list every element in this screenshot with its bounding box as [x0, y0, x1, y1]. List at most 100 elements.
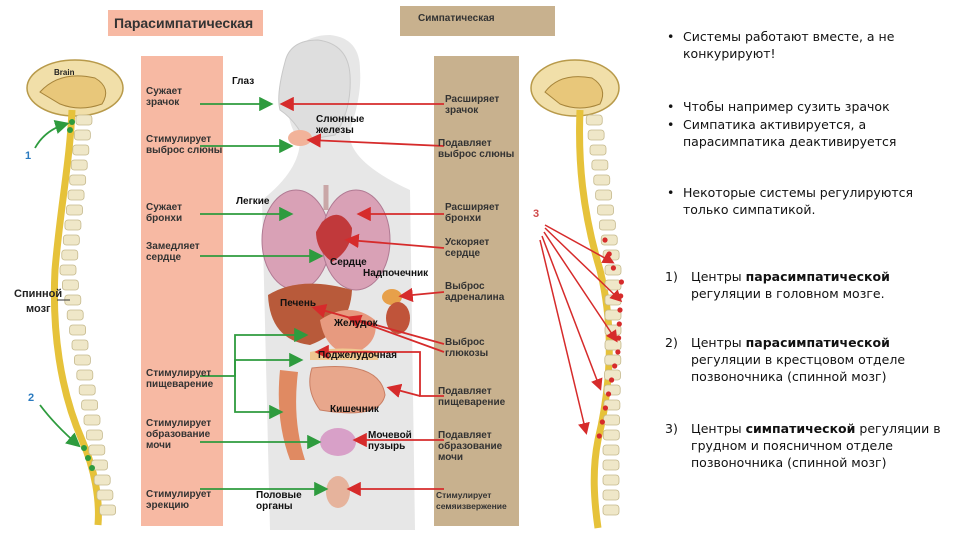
vertebra [70, 159, 88, 171]
vertebra [69, 324, 86, 336]
vertebra [69, 174, 87, 186]
note-item-2: 2)Центры парасимпатической регуляции в к… [665, 335, 906, 384]
vertebra [602, 504, 620, 516]
vertebra [604, 354, 622, 366]
vertebra [83, 414, 101, 426]
vertebra [64, 219, 82, 231]
vertebra [96, 489, 114, 501]
organ-pancreas-label: Поджелудочная [318, 350, 398, 361]
adrenal-shape [382, 289, 402, 305]
note-item-3: 3)Центры симпатической регуляции в грудн… [665, 421, 941, 470]
vertebra [602, 429, 620, 441]
body-illustration [261, 35, 415, 530]
sympathetic-center-dot [618, 279, 625, 285]
genital-shape [326, 476, 350, 508]
vertebra [91, 459, 108, 471]
sympathetic-center-dot [616, 321, 622, 327]
vertebra [99, 504, 116, 516]
marker-1: 1 [25, 150, 32, 162]
parasympathetic-arrows [200, 96, 329, 497]
organ-heart-label: Сердце [330, 257, 367, 268]
vertebra [593, 174, 611, 186]
vertebra [59, 264, 77, 276]
sympathetic-center-dot [615, 349, 621, 355]
sympathetic-center-dot [618, 293, 624, 299]
vertebra [66, 309, 84, 321]
vertebra [66, 204, 83, 216]
organ-lungs-label: Легкие [236, 196, 270, 207]
vertebra [598, 219, 616, 231]
note-bullet-3: Симпатика активируется, а парасимпатика … [665, 116, 953, 150]
vertebra [62, 279, 79, 291]
vertebra [604, 309, 622, 321]
salivary-gland [288, 130, 312, 146]
heart-shape [316, 214, 352, 262]
vertebra [75, 114, 93, 126]
vertebra [67, 189, 85, 201]
vertebra [595, 189, 613, 201]
intestine-small [309, 366, 386, 414]
vertebra [603, 414, 620, 426]
organ-stomach-label: Желудок [334, 318, 378, 329]
vertebra [597, 204, 614, 216]
vertebra [62, 234, 80, 246]
kidney-shape [386, 302, 410, 334]
sympathetic-arrows [279, 96, 445, 497]
vertebra [602, 474, 620, 486]
vertebra [93, 474, 111, 486]
brain-label: Brain [54, 68, 75, 77]
vertebra [72, 144, 90, 156]
vertebra [76, 369, 94, 381]
vertebra [78, 384, 96, 396]
organ-adrenal-label: Надпочечник [363, 268, 429, 279]
sympathetic-center-dot [617, 307, 623, 313]
sympathetic-center-dot [602, 405, 609, 411]
parasympathetic-header: Парасимпатическая [108, 10, 263, 36]
note-item-1: 1)Центры парасимпатической регуляции в г… [665, 269, 890, 301]
vertebra [591, 159, 609, 171]
vertebra [74, 354, 91, 366]
note-bullet-2: Чтобы например сузить зрачок [665, 98, 953, 115]
organ-liver-label: Печень [280, 298, 317, 309]
sympathetic-center-dot [602, 237, 608, 243]
intestine-large [278, 370, 305, 460]
bladder-shape [320, 428, 356, 456]
vertebra [71, 339, 89, 351]
spinal-cord-label-2: мозг [26, 303, 51, 315]
note-bullet-4: Некоторые системы регулируются только си… [665, 184, 953, 218]
sympathetic-center-dot [599, 419, 605, 425]
spinal-cord-label-1: Спинной [14, 288, 63, 300]
marker-2: 2 [28, 392, 35, 404]
sympathetic-center-dot [606, 251, 612, 257]
sympathetic-center-dot [609, 377, 615, 383]
vertebra [602, 444, 620, 456]
vertebra [587, 129, 605, 141]
organ-eye-label: Глаз [232, 76, 255, 87]
vertebra [88, 444, 106, 456]
vertebra [602, 489, 620, 501]
vertebra [86, 429, 103, 441]
vertebra [604, 339, 622, 351]
marker-3: 3 [533, 208, 540, 220]
sympathetic-center-dot [616, 335, 622, 341]
sympathetic-center-dot [612, 363, 618, 369]
sympathetic-header: Симпатическая [400, 6, 555, 36]
vertebra [81, 399, 98, 411]
